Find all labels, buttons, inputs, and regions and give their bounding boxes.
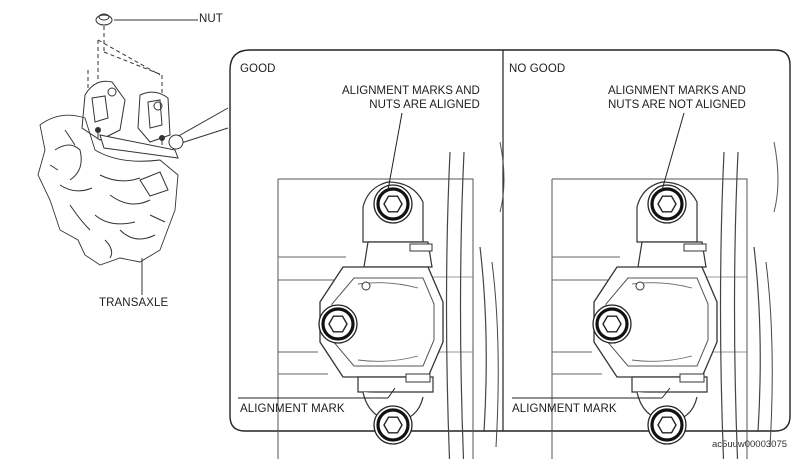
good-callout: ALIGNMENT MARKS AND NUTS ARE ALIGNED [342,84,480,112]
good-heading: GOOD [240,63,276,75]
good-alignment-mark-label: ALIGNMENT MARK [240,403,345,415]
no-good-panel-illustration [512,112,778,459]
no-good-callout-line2: NUTS ARE NOT ALIGNED [608,99,746,111]
no-good-callout-line1: ALIGNMENT MARKS AND [608,85,746,97]
good-callout-line1: ALIGNMENT MARKS AND [342,85,480,97]
transaxle-label: TRANSAXLE [99,297,169,309]
transaxle-overview-sketch [37,13,229,295]
good-callout-line2: NUTS ARE ALIGNED [369,99,480,111]
no-good-alignment-mark-label: ALIGNMENT MARK [512,403,617,415]
nut-label: NUT [199,13,223,25]
detail-frame [229,49,791,432]
no-good-callout: ALIGNMENT MARKS AND NUTS ARE NOT ALIGNED [608,84,746,112]
good-panel-illustration [238,112,504,459]
document-id: ac5uuw00003075 [712,439,788,450]
no-good-heading: NO GOOD [509,63,566,75]
